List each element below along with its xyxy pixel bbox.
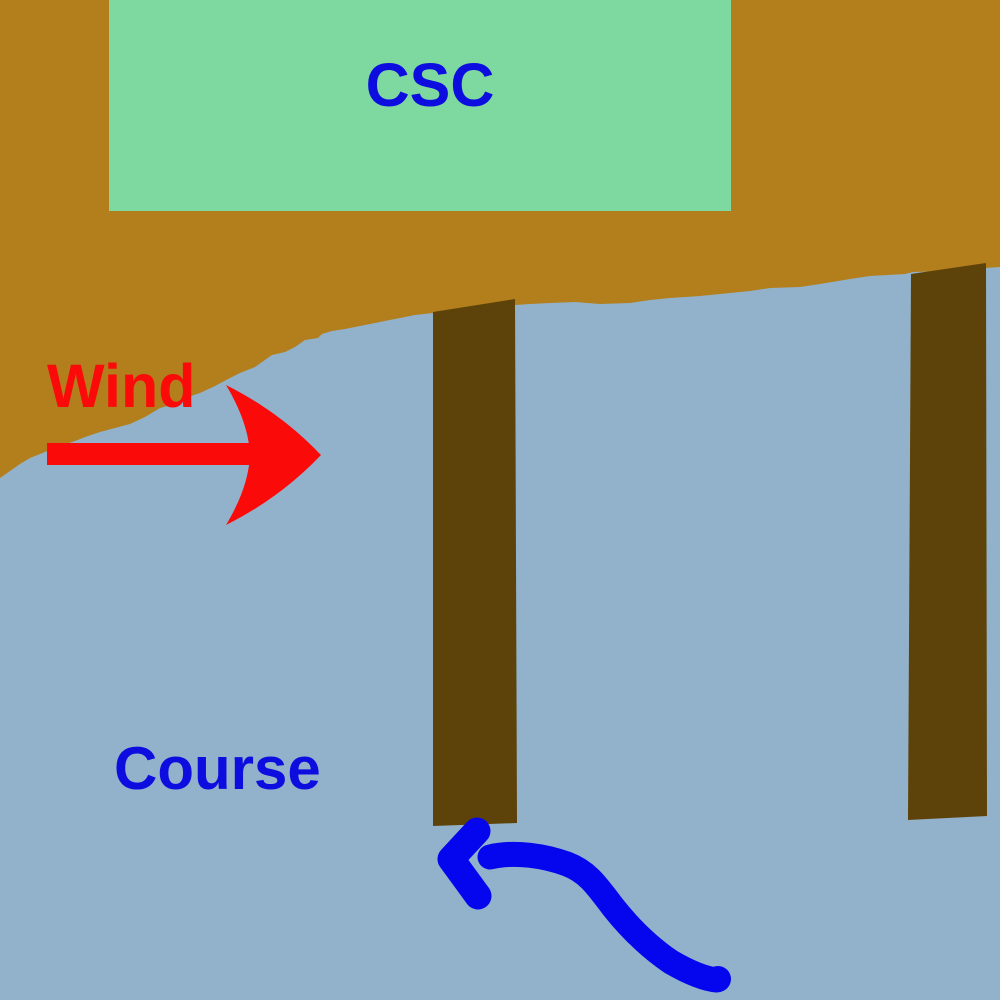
pier-post-left (433, 299, 517, 826)
wind-arrow-shaft (47, 443, 253, 465)
course-arrow-tail-blob (705, 966, 731, 992)
wind-label: Wind (47, 352, 196, 420)
course-label: Course (114, 735, 321, 802)
wind-arrow-head (226, 385, 321, 525)
course-arrow-shaft (477, 841, 730, 993)
clubhouse-label: CSC (366, 51, 495, 119)
clubhouse-rect (109, 0, 731, 211)
clubhouse-box: CSC (109, 0, 731, 211)
pier-post-right (908, 263, 987, 820)
course-annotation: Course (114, 735, 731, 993)
wind-annotation: Wind (47, 352, 321, 525)
course-arrow-head (437, 817, 492, 910)
